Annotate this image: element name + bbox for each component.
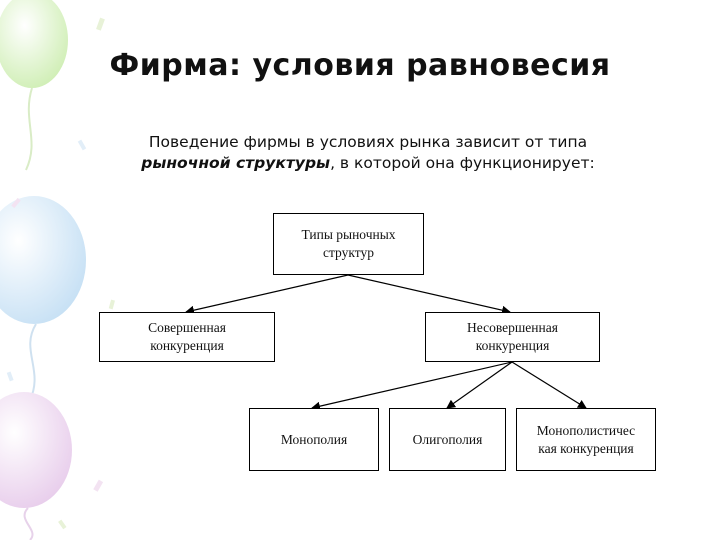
box-market-structure-types: Типы рыночных структур bbox=[273, 213, 424, 275]
balloon-string-icon bbox=[25, 87, 33, 171]
box-root-line-2: структур bbox=[323, 245, 374, 260]
box-monopolistic-line-2: кая конкуренция bbox=[538, 440, 634, 456]
arrow-imperfect-to-monopolistic bbox=[511, 361, 587, 409]
box-imperfect-line-1: Несовершенная bbox=[467, 320, 558, 335]
box-monopolistic-line-1: Монополистичес bbox=[536, 422, 636, 438]
box-imperfect-line-2: конкуренция bbox=[475, 338, 550, 353]
intro-emphasis: рыночной структуры bbox=[141, 154, 331, 172]
arrow-root-to-imperfect bbox=[347, 274, 511, 315]
box-perfect-competition: Совершенная конкуренция bbox=[99, 312, 275, 362]
box-monopoly-label: Монополия bbox=[280, 431, 348, 447]
green-balloon-icon bbox=[0, 0, 68, 88]
box-oligopoly-label: Олигополия bbox=[412, 431, 483, 447]
arrow-imperfect-to-oligopoly bbox=[446, 361, 513, 409]
balloon-string-icon bbox=[29, 323, 37, 401]
intro-rest: , в которой она функционирует: bbox=[330, 154, 595, 172]
box-monopoly: Монополия bbox=[249, 408, 379, 471]
balloon-string-icon bbox=[23, 507, 34, 540]
box-oligopoly: Олигополия bbox=[389, 408, 506, 471]
box-imperfect-competition: Несовершенная конкуренция bbox=[425, 312, 600, 362]
box-perfect-line-2: конкуренция bbox=[150, 338, 224, 353]
slide-title: Фирма: условия равновесия bbox=[109, 48, 611, 83]
intro-text: Поведение фирмы в условиях рынка зависит… bbox=[68, 132, 668, 174]
confetti-icon bbox=[6, 17, 115, 530]
box-monopolistic-competition: Монополистичес кая конкуренция bbox=[516, 408, 656, 471]
box-perfect-line-1: Совершенная bbox=[148, 320, 226, 335]
intro-line-1: Поведение фирмы в условиях рынка зависит… bbox=[148, 133, 588, 151]
blue-balloon-icon bbox=[0, 196, 86, 324]
pink-balloon-icon bbox=[0, 392, 72, 508]
box-root-line-1: Типы рыночных bbox=[301, 227, 396, 242]
arrow-imperfect-to-monopoly bbox=[311, 361, 513, 411]
arrow-root-to-perfect bbox=[185, 274, 349, 315]
